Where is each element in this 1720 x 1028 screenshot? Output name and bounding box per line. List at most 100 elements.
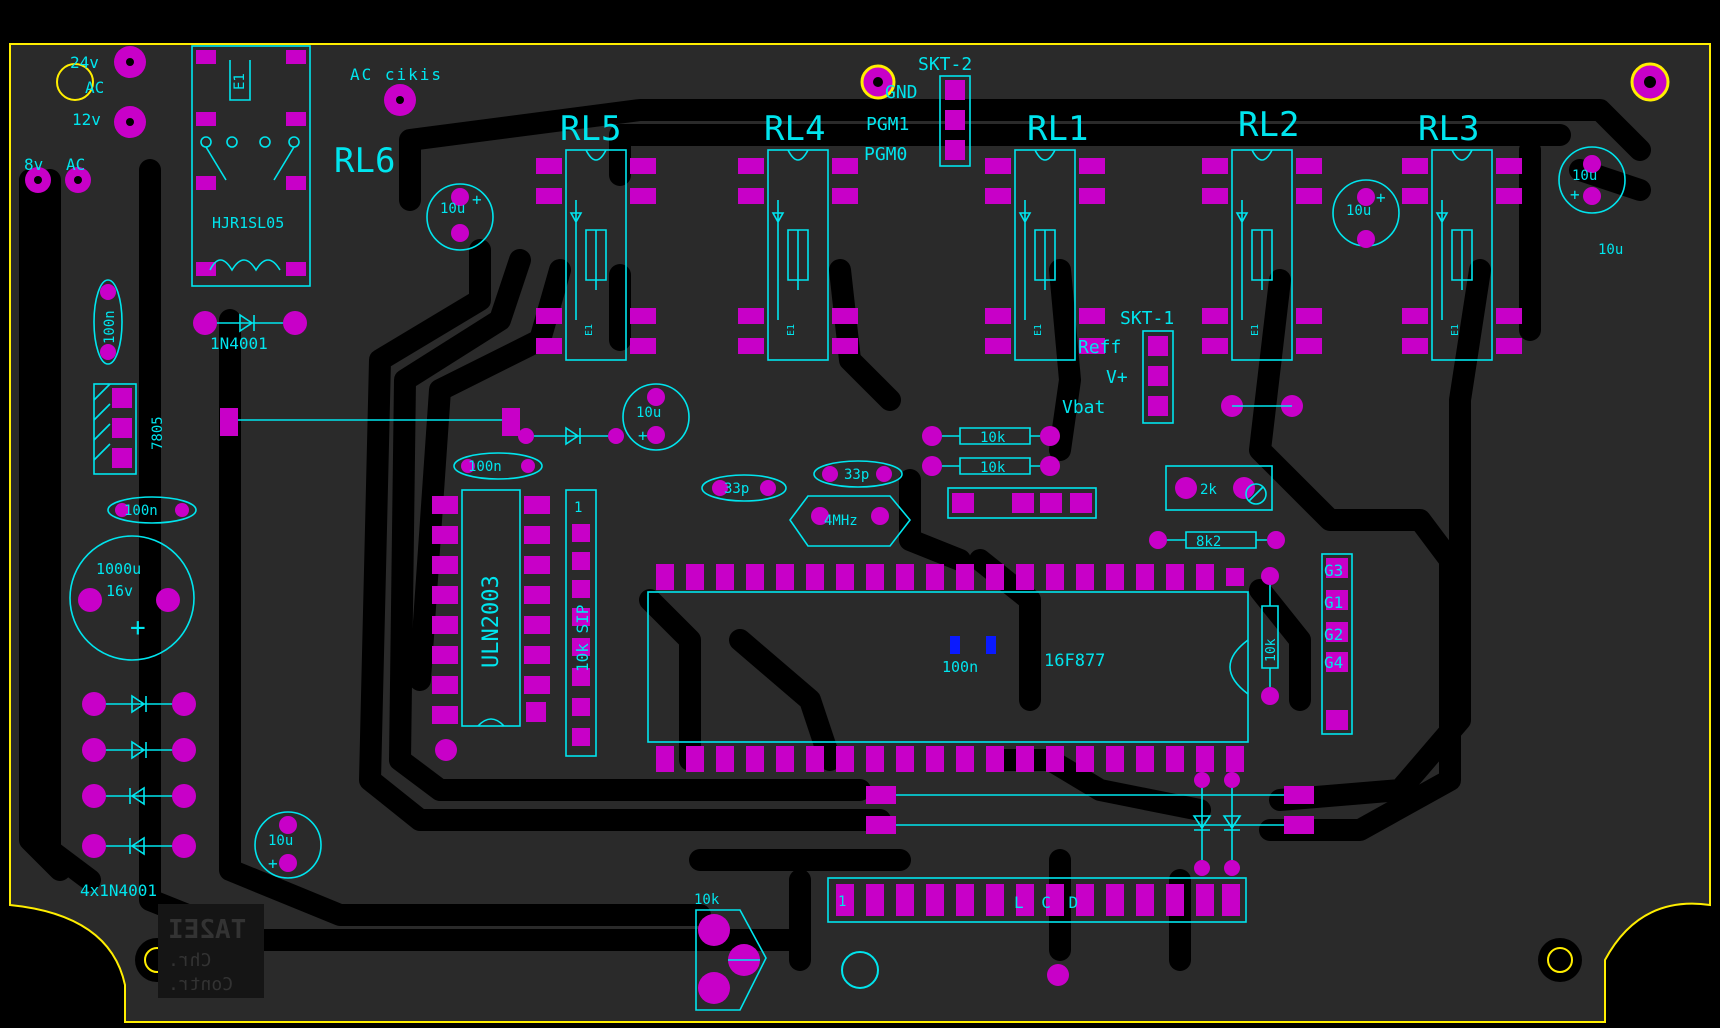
svg-text:+: + <box>1376 188 1386 207</box>
resistor-8k2: 8k2 <box>1149 531 1285 550</box>
ic-uln2003: ULN2003 <box>432 489 550 761</box>
relay-rl5: RL5 E1 <box>536 109 656 361</box>
svg-text:33p: 33p <box>844 467 869 483</box>
mcu-bottom-pins <box>656 746 1244 772</box>
bridge-diodes: 4x1N4001 <box>80 692 196 900</box>
regulator-7805: 7805 <box>93 383 166 475</box>
relay-rl1: RL1 E1 <box>985 109 1105 361</box>
svg-text:G1: G1 <box>1324 593 1343 612</box>
svg-text:G2: G2 <box>1324 625 1343 644</box>
resistor-10k-vertical: 10k <box>1261 567 1279 705</box>
svg-text:4MHz: 4MHz <box>824 513 858 529</box>
svg-text:10u: 10u <box>1572 168 1597 184</box>
svg-text:100n: 100n <box>468 459 502 475</box>
trimmer-2k: 2k <box>1165 465 1273 511</box>
relay-label: RL5 <box>560 109 621 149</box>
label-ac-cikis: AC cikis <box>350 65 443 84</box>
rl6-label: RL6 <box>334 141 395 181</box>
rl6-part: HJR1SL05 <box>212 214 284 232</box>
logo: TA2EI Chr. Contr. <box>158 904 264 998</box>
svg-text:G3: G3 <box>1324 561 1343 580</box>
svg-text:Vbat: Vbat <box>1062 397 1105 418</box>
svg-text:100n: 100n <box>102 310 118 344</box>
decoupling-label: 100n <box>942 658 978 676</box>
relay-label: RL4 <box>764 109 825 149</box>
relay-row: RL5 E1 RL4 E1 RL1 E1 <box>536 105 1522 361</box>
sip-label: 10k SIP <box>573 605 592 672</box>
capacitors-100n: 100n 100n 100n <box>93 279 543 524</box>
connector-skt1: SKT-1 Reff V+ Vbat <box>1062 308 1303 424</box>
uln2003-label: ULN2003 <box>479 575 504 668</box>
relay-rl2: RL2 E1 <box>1202 105 1322 361</box>
label-10u-loose: 10u <box>1598 242 1623 258</box>
label-ac-1: AC <box>85 78 104 97</box>
mcu-label: 16F877 <box>1044 651 1105 671</box>
svg-text:Chr.: Chr. <box>168 950 211 971</box>
svg-text:V+: V+ <box>1106 367 1128 388</box>
svg-text:+: + <box>268 854 278 873</box>
svg-text:10k: 10k <box>980 460 1006 476</box>
uln-pins-right <box>524 496 550 722</box>
svg-text:GND: GND <box>885 82 918 103</box>
svg-text:E1: E1 <box>584 324 595 336</box>
capacitors-10u: 10u+ 10u+ 10u+ 10u 10u+ 10u+ <box>254 146 1626 879</box>
jumper-wire <box>220 408 624 446</box>
crystal-circuit: 33p 33p 4MHz <box>701 460 912 547</box>
relay-rl4: RL4 E1 <box>738 109 858 361</box>
svg-text:+: + <box>472 190 482 209</box>
label-ac-2: AC <box>66 155 85 174</box>
svg-text:2k: 2k <box>1200 482 1217 498</box>
svg-text:10k: 10k <box>980 430 1006 446</box>
svg-text:100n: 100n <box>124 503 158 519</box>
lcd-label: L C D <box>1014 893 1082 912</box>
mcu-top-pins <box>656 564 1244 590</box>
connector-g: G3 G1 G2 G4 <box>1321 553 1353 735</box>
svg-text:1N4001: 1N4001 <box>210 334 268 353</box>
svg-text:1: 1 <box>838 894 846 910</box>
svg-text:1: 1 <box>574 500 582 516</box>
svg-text:10k: 10k <box>694 892 720 908</box>
svg-text:4x1N4001: 4x1N4001 <box>80 881 157 900</box>
svg-text:Contr.: Contr. <box>168 974 233 995</box>
uln-pins-left <box>432 496 458 724</box>
skt1-title: SKT-1 <box>1120 308 1174 329</box>
connector-lcd: 1 L C D <box>827 877 1247 986</box>
svg-text:33p: 33p <box>724 481 749 497</box>
rl6-coil-mark: E1 <box>232 73 248 90</box>
resistors-10k: 10k 10k <box>922 426 1060 476</box>
svg-text:E1: E1 <box>1033 324 1044 336</box>
svg-text:+: + <box>638 426 648 445</box>
label-8v: 8v <box>24 155 43 174</box>
diode-1n4001: 1N4001 <box>193 311 307 353</box>
skt2-title: SKT-2 <box>918 54 972 75</box>
svg-text:10u: 10u <box>636 405 661 421</box>
capacitor-1000u: 1000u 16v + <box>69 535 195 661</box>
relay-rl6: E1 HJR1SL05 RL6 <box>191 45 395 287</box>
ic-16f877: 100n 16F877 <box>647 564 1249 772</box>
label-24v: 24v <box>70 53 99 72</box>
svg-text:16v: 16v <box>106 582 133 600</box>
svg-text:PGM1: PGM1 <box>866 114 909 135</box>
svg-text:TA2EI: TA2EI <box>168 915 246 945</box>
label-12v: 12v <box>72 110 101 129</box>
svg-text:7805: 7805 <box>150 416 166 450</box>
power-terminals: 24v AC 12v 8v AC AC cikis <box>24 46 443 193</box>
connector-skt2: SKT-2 GND PGM1 PGM0 <box>864 54 972 167</box>
svg-text:10k: 10k <box>1264 638 1279 662</box>
svg-text:10u: 10u <box>268 833 293 849</box>
relay-rl3: RL3 E1 <box>1402 109 1522 361</box>
relay-label: RL1 <box>1027 109 1088 149</box>
potentiometer-10k: 10k <box>694 892 767 1011</box>
svg-text:E1: E1 <box>1250 324 1261 336</box>
svg-text:+: + <box>130 613 146 643</box>
relay-label: RL2 <box>1238 105 1299 145</box>
svg-text:G4: G4 <box>1324 653 1343 672</box>
svg-text:10u: 10u <box>440 201 465 217</box>
svg-text:+: + <box>1570 185 1580 204</box>
svg-text:E1: E1 <box>786 324 797 336</box>
svg-text:10u: 10u <box>1346 203 1371 219</box>
relay-label: RL3 <box>1418 109 1479 149</box>
svg-text:E1: E1 <box>1450 324 1461 336</box>
svg-text:Reff: Reff <box>1078 337 1121 358</box>
